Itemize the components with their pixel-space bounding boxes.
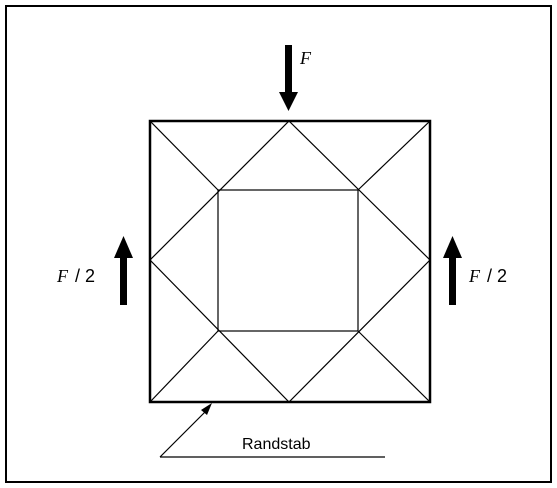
diagonal-top-right — [357, 120, 431, 191]
force-arrow-left — [114, 236, 133, 305]
diamond — [149, 120, 431, 403]
force-top-label: F — [299, 48, 312, 68]
diagonal-bottom-left — [149, 330, 219, 403]
force-left-label: F / 2 — [56, 266, 95, 286]
outer-frame — [5, 5, 552, 483]
inner-square — [217, 189, 359, 332]
force-arrow-top — [279, 45, 298, 111]
force-arrow-right — [443, 236, 462, 305]
diagonal-bottom-right — [357, 330, 431, 403]
edge-bar-label: Randstab — [242, 436, 311, 453]
diagonal-top-left — [149, 120, 219, 191]
outer-square — [148, 119, 432, 404]
edge-bar-leader — [159, 403, 385, 458]
force-right-label: F / 2 — [468, 266, 507, 286]
